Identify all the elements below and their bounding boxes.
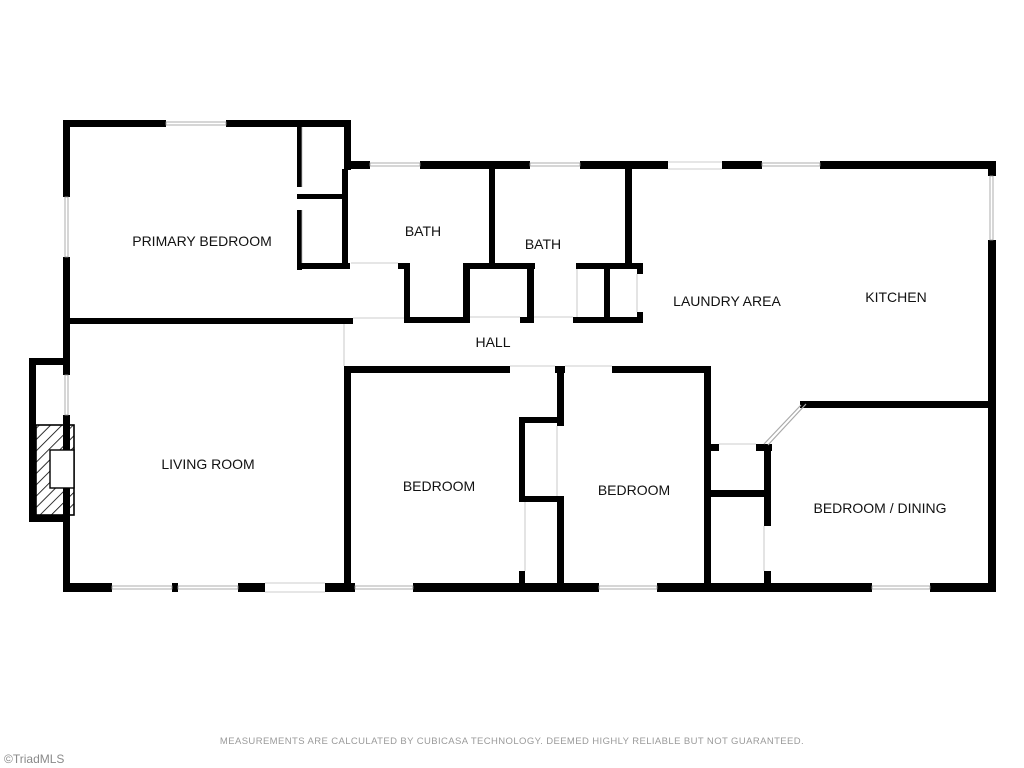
wall: [557, 496, 564, 592]
room-label-kitchen: KITCHEN: [865, 289, 926, 305]
window: [599, 582, 657, 593]
wall: [519, 496, 564, 502]
wall: [519, 571, 525, 591]
wall: [344, 120, 351, 170]
window: [62, 197, 71, 257]
angled-wall: [763, 404, 802, 445]
room-label-bedroom-dining: BEDROOM / DINING: [813, 500, 946, 516]
disclaimer-text: MEASUREMENTS ARE CALCULATED BY CUBICASA …: [219, 736, 805, 747]
room-label-laundry-area: LAUNDRY AREA: [673, 293, 781, 309]
wall: [988, 161, 996, 592]
wall: [604, 263, 610, 323]
wall: [764, 444, 771, 526]
room-label-primary-bedroom: PRIMARY BEDROOM: [132, 233, 272, 249]
wall: [404, 263, 410, 323]
walls: [29, 120, 996, 592]
window: [165, 121, 227, 126]
window: [111, 585, 173, 590]
wall: [704, 366, 711, 592]
window: [166, 119, 226, 128]
wall: [637, 263, 643, 274]
wall: [297, 127, 302, 187]
wall: [29, 358, 69, 365]
window: [761, 162, 821, 167]
room-label-bath-2: BATH: [525, 236, 561, 252]
wall: [63, 120, 70, 590]
wall: [711, 444, 719, 451]
window: [354, 585, 414, 590]
wall: [519, 417, 564, 423]
wall: [489, 169, 495, 267]
window: [987, 176, 997, 240]
window: [64, 374, 69, 416]
wall: [342, 169, 348, 269]
wall: [805, 401, 995, 408]
room-label-bedroom-1: BEDROOM: [403, 478, 475, 494]
wall: [527, 263, 534, 323]
wall: [519, 417, 525, 502]
angled-wall: [767, 403, 807, 446]
window: [62, 375, 71, 415]
wall: [557, 366, 564, 426]
window: [762, 160, 820, 170]
door-opening: [265, 582, 325, 593]
window: [598, 585, 658, 590]
wall: [463, 263, 535, 269]
wall: [625, 169, 632, 267]
window: [112, 582, 172, 593]
wall: [637, 312, 643, 323]
wall: [297, 263, 350, 269]
room-label-bedroom-2: BEDROOM: [598, 482, 670, 498]
wall: [63, 318, 353, 324]
wall: [463, 263, 470, 323]
wall: [297, 194, 347, 199]
wall: [63, 583, 996, 592]
wall: [520, 317, 534, 323]
window: [177, 585, 239, 590]
window: [369, 162, 421, 167]
window: [530, 160, 580, 170]
wall: [722, 161, 996, 169]
room-label-bath-1: BATH: [405, 223, 441, 239]
fireplace: [35, 424, 75, 516]
window: [355, 582, 413, 593]
window: [64, 196, 69, 258]
wall: [573, 317, 643, 323]
windows: [62, 119, 997, 593]
wall: [344, 366, 510, 373]
wall: [29, 358, 36, 522]
room-label-hall: HALL: [475, 334, 510, 350]
wall: [344, 366, 351, 590]
window: [370, 160, 420, 170]
wall: [711, 490, 771, 497]
window: [989, 175, 994, 241]
watermark-text: ©TriadMLS: [4, 752, 65, 766]
wall: [297, 210, 302, 270]
wall: [29, 515, 69, 522]
wall: [404, 317, 470, 323]
wall: [612, 366, 710, 373]
wall: [764, 571, 771, 591]
window: [872, 582, 930, 593]
openings: [301, 127, 765, 571]
wall: [344, 161, 668, 169]
window: [178, 582, 238, 593]
window: [871, 585, 931, 590]
room-label-living-room: LIVING ROOM: [161, 456, 254, 472]
window: [529, 162, 581, 167]
